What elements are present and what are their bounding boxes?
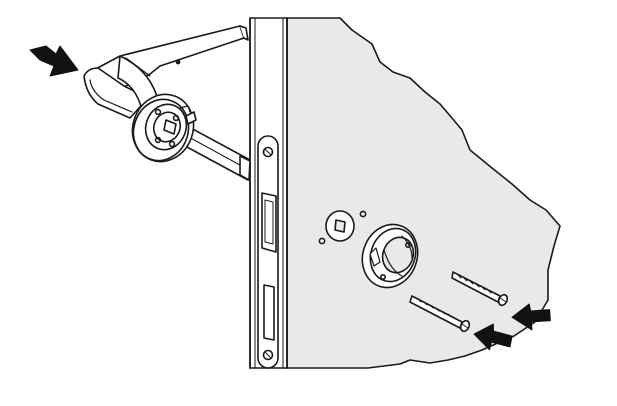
door-handle	[83, 25, 249, 119]
square-hole-icon	[334, 219, 346, 233]
arrow-screw-upper	[511, 303, 551, 331]
screw-lower	[409, 295, 471, 333]
door-leaf	[286, 17, 561, 369]
faceplate-screw-top-icon	[262, 146, 274, 158]
rose-front	[131, 93, 197, 163]
door-edge-faceplate	[257, 135, 279, 369]
rose-back	[361, 223, 419, 289]
arrow-screw-lower	[473, 323, 513, 351]
spindle-hole	[318, 210, 367, 245]
arrow-handle	[29, 45, 79, 77]
faceplate-screw-bottom-icon	[262, 349, 274, 361]
screw-upper	[451, 271, 509, 307]
arrow-right-icon	[29, 45, 79, 77]
arrow-left-icon	[473, 323, 513, 351]
arrow-left-icon	[511, 303, 551, 331]
